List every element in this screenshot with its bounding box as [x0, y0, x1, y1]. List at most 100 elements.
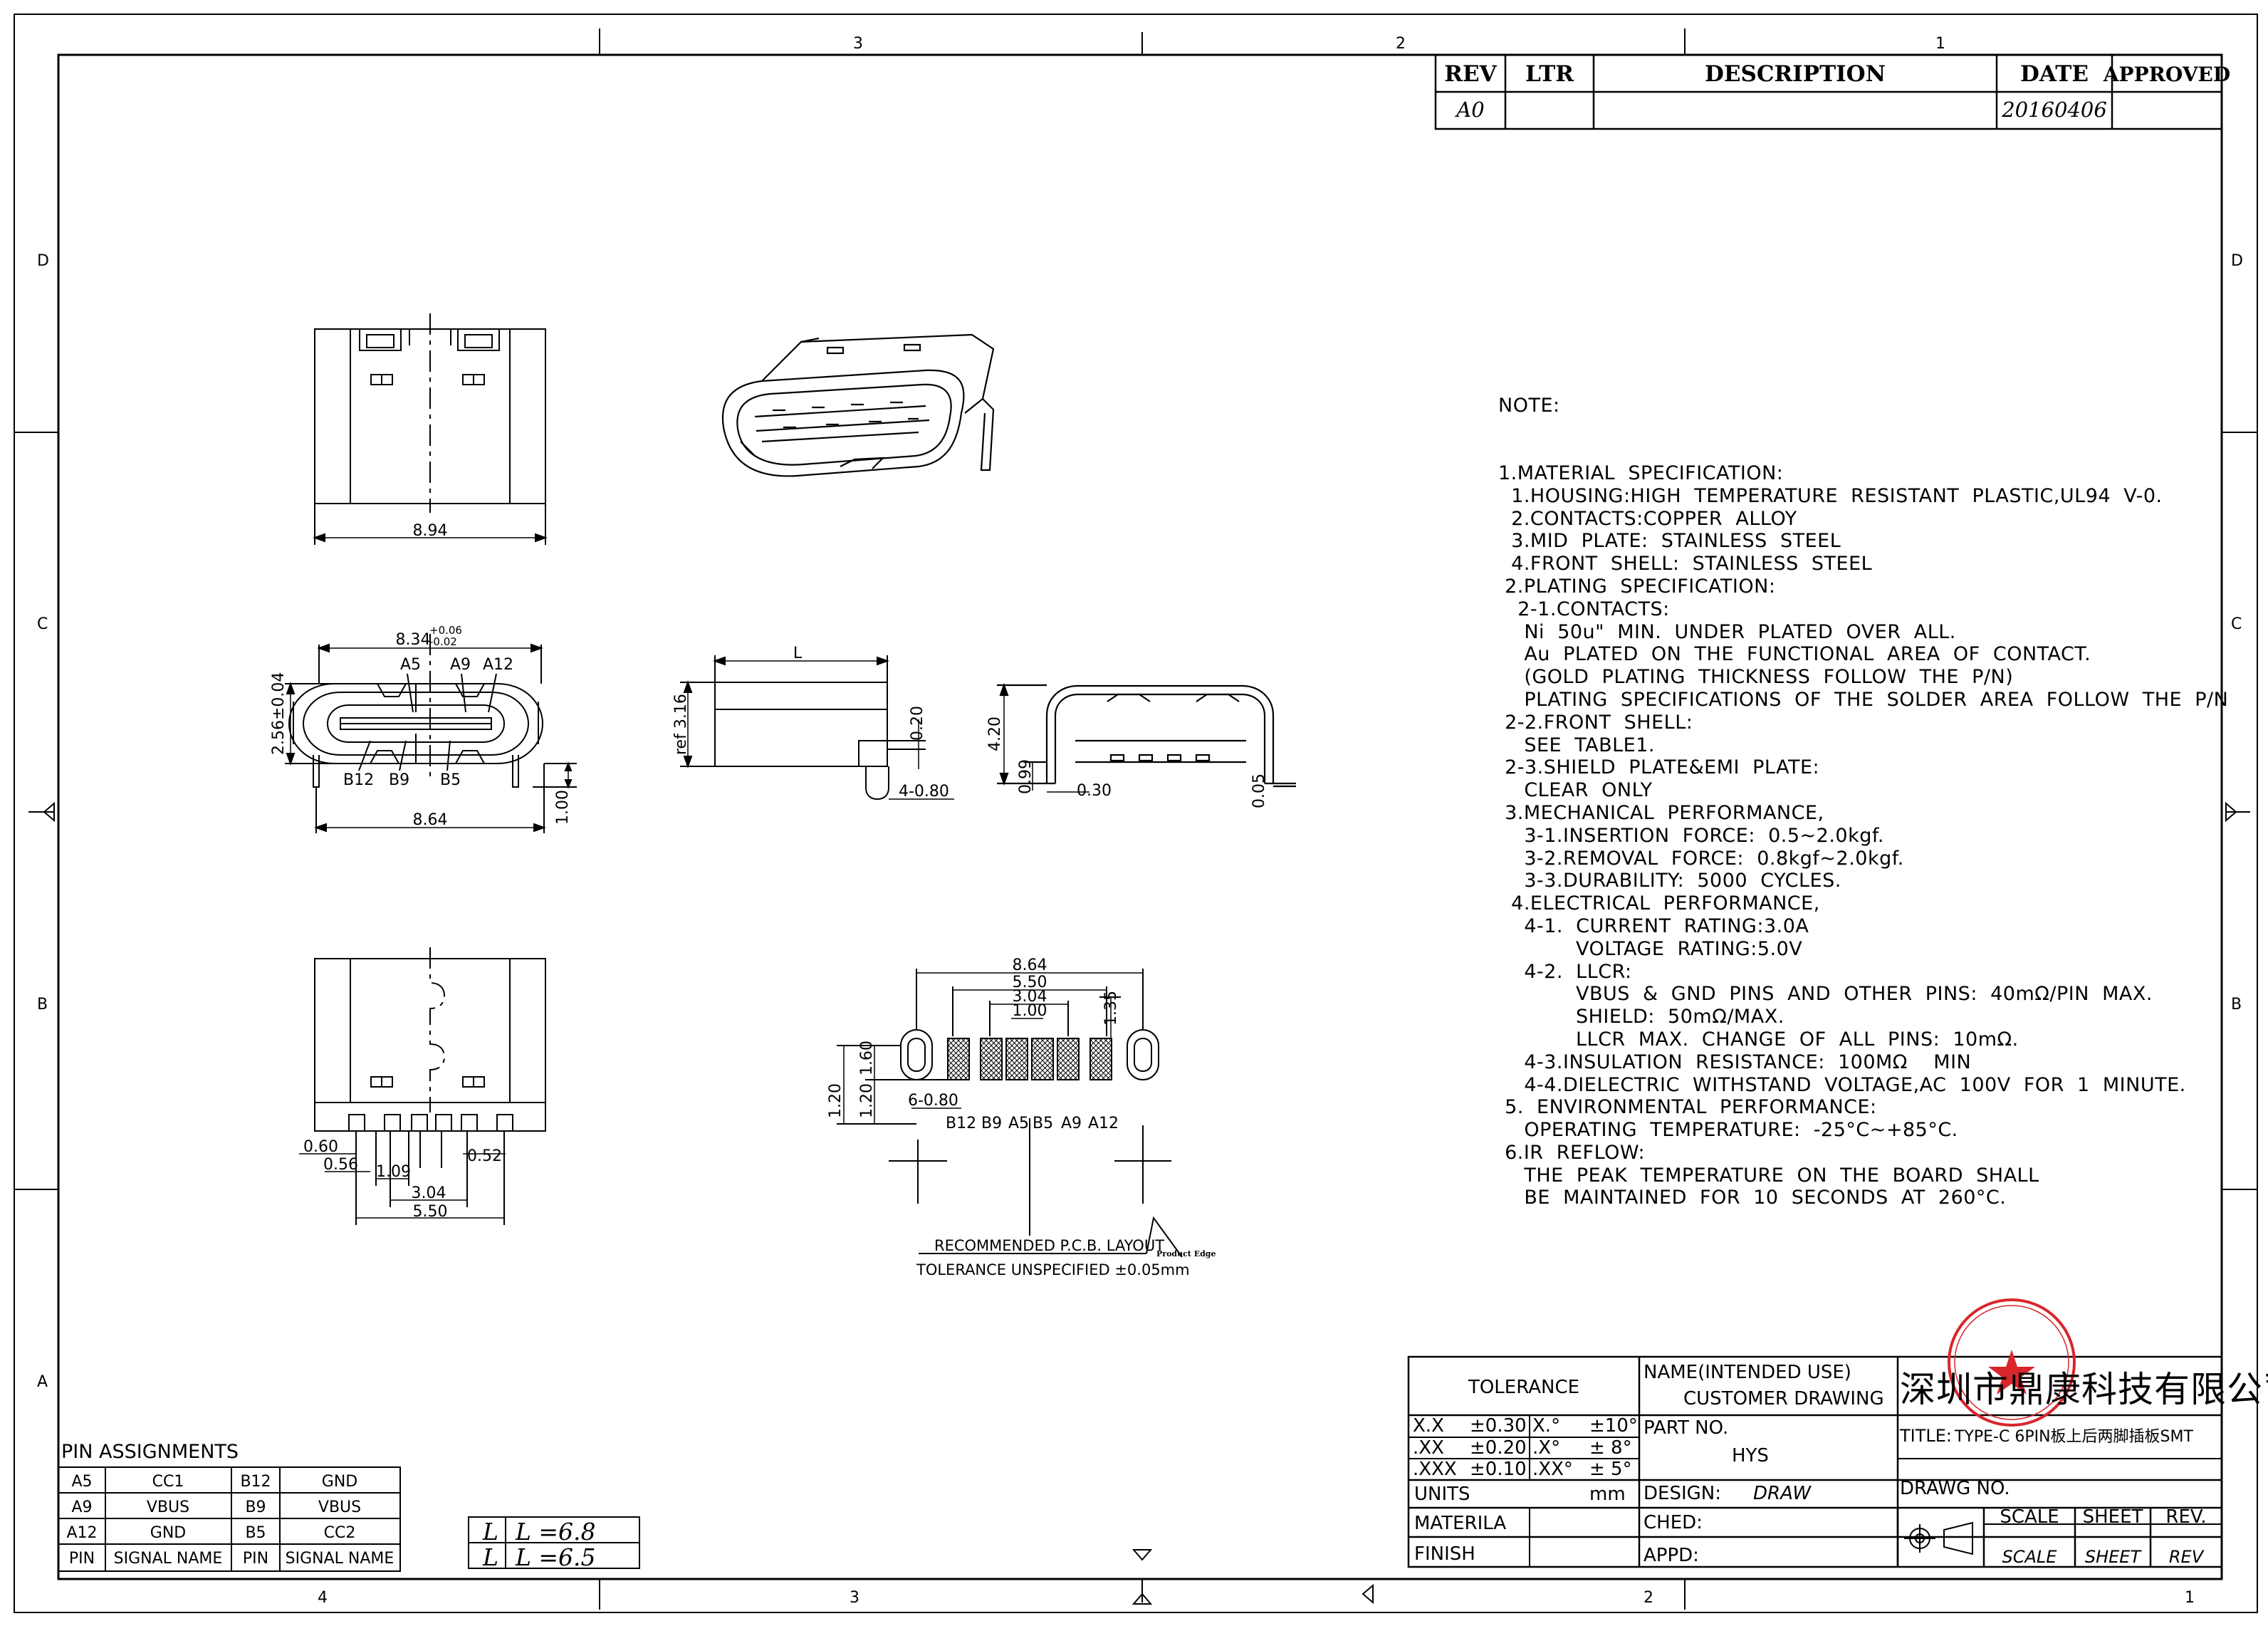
note-line: 2-1.CONTACTS:	[1498, 598, 1670, 620]
design-value: DRAW	[1753, 1483, 1812, 1504]
pin-assignments-table	[58, 1466, 401, 1572]
note-line: VBUS & GND PINS AND OTHER PINS: 40mΩ/PIN…	[1498, 983, 2153, 1006]
note-line: 5. ENVIRONMENTAL PERFORMANCE:	[1498, 1096, 1877, 1119]
pcb-pin-a5: A5	[1008, 1115, 1029, 1132]
tol-row-2-a: .XX	[1413, 1437, 1444, 1459]
front-view	[285, 634, 577, 833]
title-label: TITLE:	[1899, 1426, 1952, 1446]
sheet-label: SHEET	[2083, 1506, 2143, 1528]
note-line: 4-3.INSULATION RESISTANCE: 100MΩ MIN	[1498, 1051, 1972, 1073]
length-row-2-symbol: L	[482, 1543, 498, 1571]
rev-value: A0	[1454, 98, 1484, 122]
end-view	[997, 682, 1296, 793]
note-line: 4-2. LLCR:	[1498, 960, 1632, 983]
pcb-pad	[1057, 1038, 1080, 1080]
dim-end-small-height: 0.99	[1017, 759, 1035, 794]
pin-table-cell: A12	[66, 1524, 97, 1542]
pin-label-a12: A12	[483, 656, 513, 674]
bottom-view	[299, 947, 546, 1225]
note-line: 1.MATERIAL SPECIFICATION:	[1498, 462, 1784, 484]
pin-table-cell: VBUS	[147, 1499, 189, 1516]
pcb-pin-b12: B12	[946, 1115, 976, 1132]
date-value: 20160406	[2001, 98, 2107, 122]
length-table	[468, 1516, 640, 1569]
length-row-1-value: L =6.8	[515, 1518, 596, 1546]
centering-arrows	[28, 801, 2250, 1605]
zone-top-1: 1	[1935, 35, 1945, 53]
pin-table-cell: SIGNAL NAME	[286, 1550, 394, 1568]
drawg-label: DRAWG NO.	[1900, 1478, 2010, 1499]
company-seal-stamp	[1948, 1298, 2076, 1427]
dim-pcb-pad-spec: 6-0.80	[908, 1092, 958, 1110]
length-row-2-value: L =6.5	[515, 1543, 596, 1571]
dim-side-length: L	[793, 645, 803, 662]
dim-pcb-left-h2: 1.20	[858, 1083, 876, 1118]
sheet-frame	[14, 14, 2258, 1613]
isometric-view	[721, 333, 995, 477]
pin-label-b12: B12	[343, 771, 374, 789]
pcb-layout-labels: 8.64 5.50 3.04 1.00 1.35 1.60 1.20 1.20 …	[827, 957, 1216, 1278]
note-line: VOLTAGE RATING:5.0V	[1498, 937, 1803, 960]
pcb-pad	[1005, 1038, 1028, 1080]
tol-row-3-c: .XX°	[1532, 1459, 1573, 1480]
pin-table-cell: B5	[245, 1524, 266, 1542]
note-line: BE MAINTAINED FOR 10 SECONDS AT 260°C.	[1498, 1187, 2007, 1209]
note-line: 3-1.INSERTION FORCE: 0.5~2.0kgf.	[1498, 824, 1885, 847]
pcb-pads	[947, 1038, 1112, 1080]
zone-bottom-4: 4	[318, 1589, 328, 1607]
pin-label-a5: A5	[400, 656, 421, 674]
tol-row-2-d: ± 8°	[1589, 1437, 1632, 1459]
length-table-text: L L =6.8 L L =6.5	[482, 1518, 596, 1571]
notes-heading: NOTE:	[1498, 394, 1560, 417]
material-label: MATERILA	[1414, 1513, 1506, 1534]
note-line: THE PEAK TEMPERATURE ON THE BOARD SHALL	[1498, 1164, 2039, 1187]
zone-left-d: D	[37, 252, 49, 270]
ched-label: CHED:	[1643, 1512, 1703, 1533]
pcb-pin-a12: A12	[1088, 1115, 1119, 1132]
dim-pcb-total: 8.64	[1013, 957, 1047, 974]
dim-front-tol-minus: -0.02	[429, 635, 457, 648]
pin-table-cell: CC2	[324, 1524, 356, 1542]
note-line: CLEAR ONLY	[1498, 779, 1653, 802]
zone-left-c: C	[37, 615, 48, 633]
pin-table-cell: B12	[240, 1473, 271, 1491]
side-view-labels: L ref 3.16 0.20 4-0.80	[672, 645, 949, 801]
pcb-pin-a9: A9	[1061, 1115, 1082, 1132]
note-line: LLCR MAX. CHANGE OF ALL PINS: 10mΩ.	[1498, 1028, 2019, 1051]
tol-row-1-a: X.X	[1413, 1415, 1444, 1437]
pcb-pin-b5: B5	[1033, 1115, 1053, 1132]
dim-bottom-right: 0.52	[467, 1147, 502, 1165]
title-block-text: TOLERANCE X.X ±0.30 X.° ±10° .XX ±0.20 .…	[1413, 1362, 2268, 1567]
length-row-1-symbol: L	[482, 1518, 498, 1546]
zone-right-b: B	[2231, 996, 2242, 1013]
part-value: HYS	[1732, 1445, 1769, 1466]
pin-table-cell: CC1	[152, 1473, 184, 1491]
date-header: DATE	[2020, 61, 2089, 87]
front-view-labels: 8.34 +0.06 -0.02 A5 A9 A12 B12 B9 B5 2.5…	[270, 624, 572, 829]
pcb-pad	[1031, 1038, 1054, 1080]
note-line: 2-2.FRONT SHELL:	[1498, 711, 1693, 734]
sheet-value: SHEET	[2085, 1547, 2143, 1567]
tolerance-label: TOLERANCE	[1468, 1377, 1579, 1398]
dim-top-view-width: 8.94	[413, 522, 448, 540]
rev-header: REV	[1444, 61, 1497, 87]
dim-end-leg-width: 0.30	[1077, 782, 1112, 800]
zone-left-b: B	[37, 996, 48, 1013]
tol-row-1-b: ±0.30	[1470, 1415, 1527, 1437]
zone-top-3: 3	[853, 35, 863, 53]
tol-row-2-b: ±0.20	[1470, 1437, 1527, 1459]
pcb-pad	[1089, 1038, 1112, 1080]
rev-value: REV	[2169, 1547, 2205, 1567]
finish-label: FINISH	[1414, 1543, 1475, 1565]
pcb-layout	[837, 969, 1183, 1258]
design-label: DESIGN:	[1643, 1483, 1721, 1504]
tol-row-1-c: X.°	[1532, 1415, 1560, 1437]
note-line: 2.CONTACTS:COPPER ALLOY	[1498, 507, 1797, 530]
side-view	[680, 655, 954, 801]
pcb-pin-b9: B9	[981, 1115, 1002, 1132]
note-line: (GOLD PLATING THICKNESS FOLLOW THE P/N)	[1498, 666, 2014, 689]
pin-table-cell: PIN	[243, 1550, 268, 1568]
dim-pcb-pad-len: 1.35	[1102, 991, 1120, 1026]
dim-front-width: 8.64	[413, 811, 448, 829]
